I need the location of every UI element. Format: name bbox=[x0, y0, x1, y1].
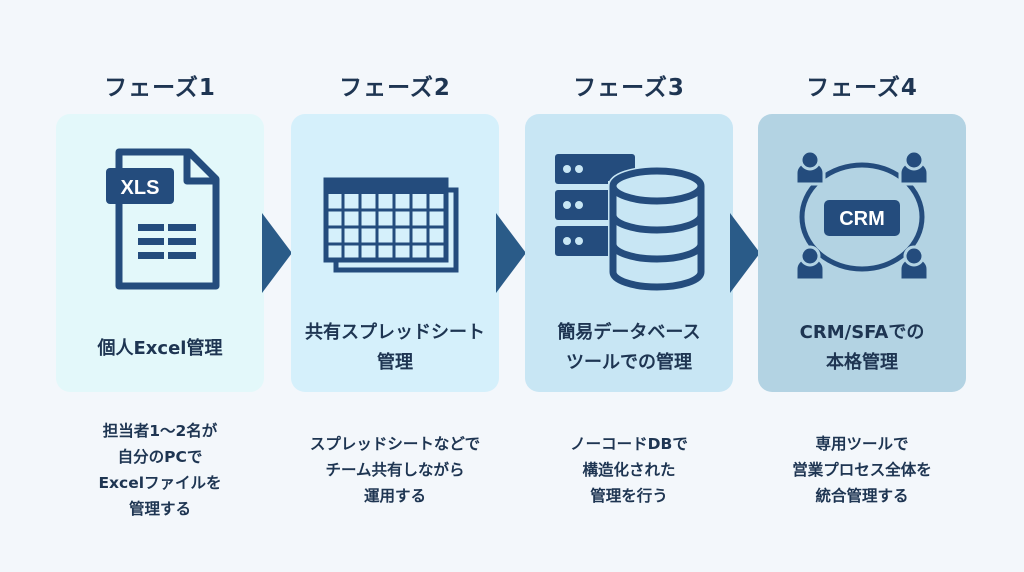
phase-1-card: XLS 個人Excel管理 bbox=[56, 114, 264, 392]
xls-badge-text: XLS bbox=[121, 177, 160, 199]
phase-1-description: 担当者1～2名が 自分のPCで Excelファイルを 管理する bbox=[98, 422, 222, 518]
arrow-right-icon bbox=[262, 213, 292, 293]
phase-1-title: フェーズ1 bbox=[104, 75, 216, 101]
arrow-right-icon bbox=[496, 213, 526, 293]
phase-1-label: 個人Excel管理 bbox=[97, 338, 223, 359]
phase-3-title: フェーズ3 bbox=[573, 75, 685, 101]
spreadsheet-icon bbox=[323, 177, 459, 273]
excel-file-icon: XLS bbox=[106, 148, 220, 290]
phase-4-title: フェーズ4 bbox=[806, 75, 918, 101]
phase-2-card: 共有スプレッドシート 管理 bbox=[291, 114, 499, 392]
arrow-right-icon bbox=[730, 213, 760, 293]
phase-2-description: スプレッドシートなどで チーム共有しながら 運用する bbox=[309, 435, 481, 505]
phase-4-description: 専用ツールで 営業プロセス全体を 統合管理する bbox=[792, 435, 932, 505]
phase-2-title: フェーズ2 bbox=[339, 75, 451, 101]
phase-4-label: CRM/SFAでの 本格管理 bbox=[799, 322, 925, 373]
phase-3-label: 簡易データベース ツールでの管理 bbox=[557, 322, 701, 373]
phase-3-card: 簡易データベース ツールでの管理 bbox=[525, 114, 733, 392]
crm-people-icon: CRM bbox=[794, 149, 930, 282]
phase-4-card: CRM CRM/SFAでの 本格管理 bbox=[758, 114, 966, 392]
crm-badge-text: CRM bbox=[839, 208, 885, 230]
phase-3-description: ノーコードDBで 構造化された 管理を行う bbox=[570, 435, 688, 505]
database-icon bbox=[555, 154, 706, 292]
phase-2-label: 共有スプレッドシート 管理 bbox=[305, 322, 485, 373]
